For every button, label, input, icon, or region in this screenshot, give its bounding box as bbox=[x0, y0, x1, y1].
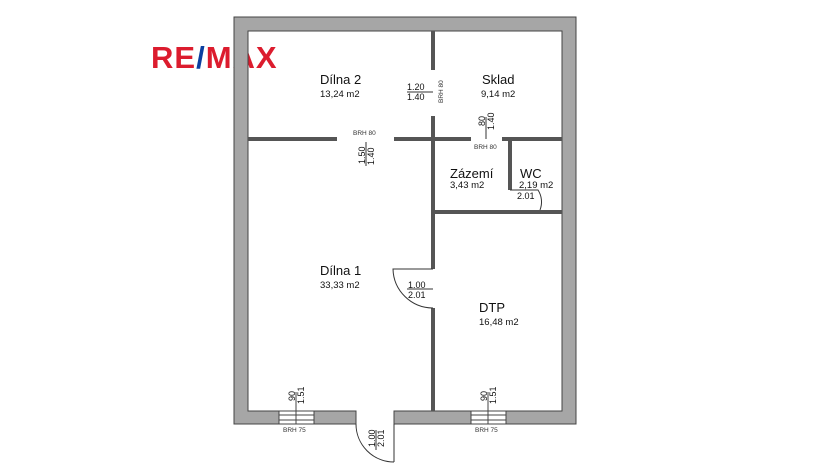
svg-text:2.01: 2.01 bbox=[408, 290, 426, 300]
svg-text:90: 90 bbox=[479, 391, 489, 401]
inner-walls bbox=[248, 31, 562, 411]
door-wc bbox=[510, 189, 542, 211]
svg-text:1.20: 1.20 bbox=[407, 82, 425, 92]
window-dilna1-dims: 90 1.51 BRH 75 bbox=[283, 386, 306, 434]
svg-text:1.40: 1.40 bbox=[486, 112, 496, 130]
svg-text:1.51: 1.51 bbox=[488, 386, 498, 404]
window-dilna1 bbox=[278, 392, 315, 425]
svg-text:RE/MAX: RE/MAX bbox=[151, 40, 278, 75]
opening-dilna2-dilna1-dims: BRH 80 1.50 1.40 bbox=[353, 130, 376, 166]
outer-walls bbox=[233, 16, 577, 425]
door-dilna1-dtp bbox=[392, 268, 434, 309]
room-area: 9,14 m2 bbox=[481, 89, 515, 100]
svg-text:BRH 80: BRH 80 bbox=[474, 144, 497, 151]
window-dtp bbox=[470, 392, 507, 425]
svg-text:1.00: 1.00 bbox=[367, 429, 377, 447]
svg-text:1.50: 1.50 bbox=[357, 146, 367, 164]
room-name: Zázemí bbox=[450, 166, 494, 181]
room-name: Dílna 2 bbox=[320, 72, 361, 87]
opening-sklad-zazemi-dims: 80 1.40 BRH 80 bbox=[474, 112, 497, 151]
svg-text:BRH 80: BRH 80 bbox=[438, 80, 445, 103]
svg-text:1.40: 1.40 bbox=[366, 147, 376, 165]
svg-text:BRH 75: BRH 75 bbox=[475, 427, 498, 434]
entry-door bbox=[355, 423, 395, 463]
svg-text:90: 90 bbox=[287, 391, 297, 401]
room-name: Sklad bbox=[482, 72, 515, 87]
svg-text:80: 80 bbox=[477, 116, 487, 126]
room-area: 16,48 m2 bbox=[479, 317, 519, 328]
svg-text:1.51: 1.51 bbox=[296, 386, 306, 404]
window-dtp-dims: 90 1.51 BRH 75 bbox=[475, 386, 498, 434]
room-area: 33,33 m2 bbox=[320, 280, 360, 291]
door-wc-height: 2.01 bbox=[517, 191, 535, 201]
entry-door-dims: 1.00 2.01 bbox=[367, 429, 386, 450]
svg-text:1.00: 1.00 bbox=[408, 280, 426, 290]
door-dilna1-dtp-dims: 1.00 2.01 bbox=[407, 280, 433, 300]
room-area: 13,24 m2 bbox=[320, 89, 360, 100]
room-name: Dílna 1 bbox=[320, 263, 361, 278]
svg-text:2.01: 2.01 bbox=[376, 429, 386, 447]
opening-dilna2-sklad-dims: 1.20 1.40 BRH 80 bbox=[407, 80, 445, 103]
room-area: 2,19 m2 bbox=[519, 180, 553, 191]
svg-text:BRH 75: BRH 75 bbox=[283, 427, 306, 434]
remax-logo: RE/MAX bbox=[151, 40, 278, 75]
room-name: DTP bbox=[479, 300, 505, 315]
room-area: 3,43 m2 bbox=[450, 180, 484, 191]
svg-text:1.40: 1.40 bbox=[407, 92, 425, 102]
room-name: WC bbox=[520, 166, 542, 181]
svg-text:BRH 80: BRH 80 bbox=[353, 130, 376, 137]
